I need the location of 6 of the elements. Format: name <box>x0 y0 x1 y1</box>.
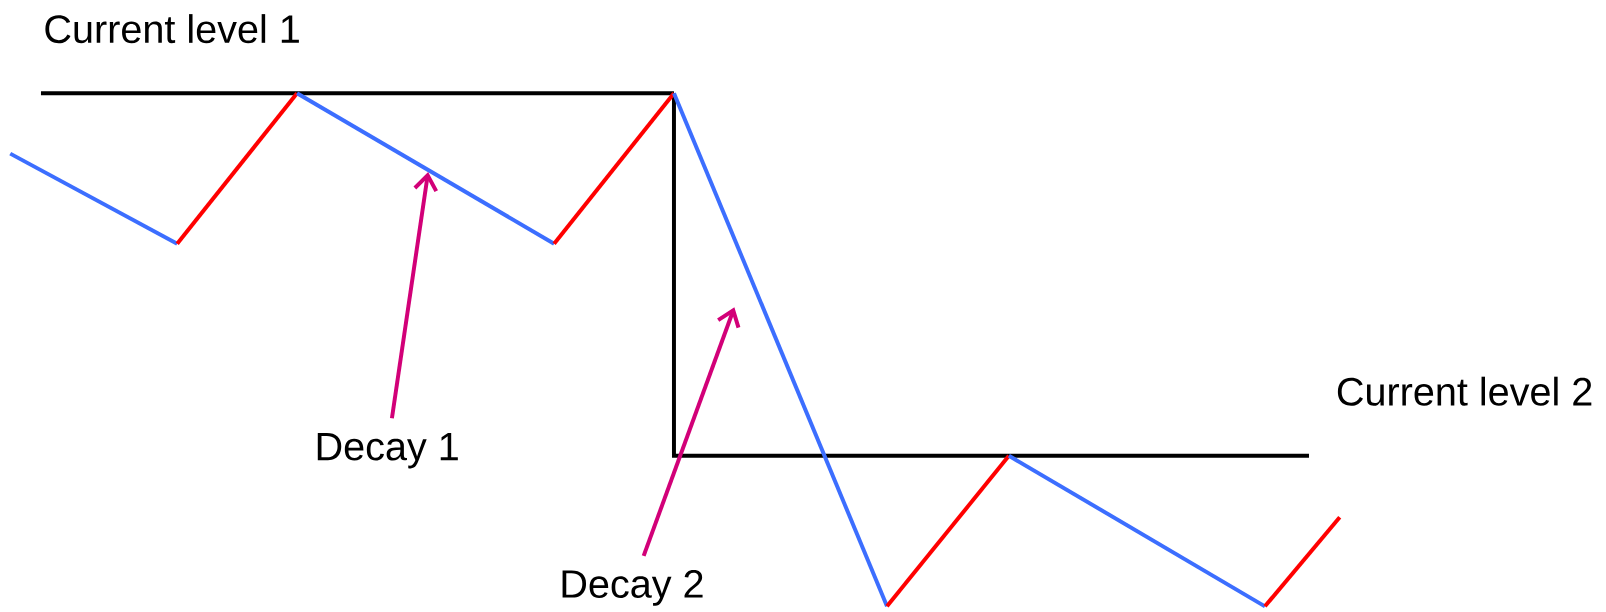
decay-label: Decay 2 <box>562 569 703 606</box>
decay-label: Decay 1 <box>317 432 458 469</box>
level-label: Current level 2 <box>1337 376 1592 406</box>
arrow <box>641 307 741 557</box>
arrow <box>389 171 438 419</box>
level-label: Current level 1 <box>45 13 299 43</box>
